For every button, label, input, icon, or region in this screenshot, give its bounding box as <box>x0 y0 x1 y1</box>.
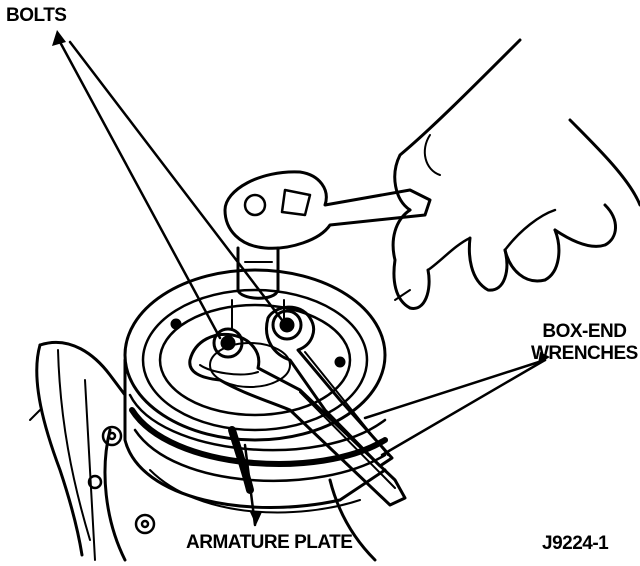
label-armature-plate: ARMATURE PLATE <box>186 532 353 553</box>
leader-bolts-right <box>68 40 284 322</box>
leader-wrench-front <box>380 358 547 457</box>
hand <box>391 38 640 310</box>
housing-nuts <box>87 425 156 535</box>
label-box-end-wrenches: BOX-END WRENCHES <box>531 321 638 365</box>
leader-arrowheads <box>52 30 550 525</box>
box-end-wrench-front <box>188 332 407 507</box>
box-end-wrench-rear <box>265 305 394 468</box>
leader-lines <box>58 40 547 527</box>
armature-plate <box>158 303 352 494</box>
label-box-end-line1: BOX-END <box>542 321 627 342</box>
label-box-end-line2: WRENCHES <box>531 342 638 364</box>
leader-wrench-rear <box>363 358 547 420</box>
leader-bolts-left <box>58 40 222 340</box>
label-bolts: BOLTS <box>6 5 67 26</box>
vehicle-body <box>29 340 127 561</box>
bolt-left <box>212 327 244 359</box>
figure-id: J9224-1 <box>542 533 609 554</box>
leader-armature <box>243 443 257 527</box>
bolt-right <box>271 309 303 341</box>
ratchet-wrench <box>223 170 432 331</box>
